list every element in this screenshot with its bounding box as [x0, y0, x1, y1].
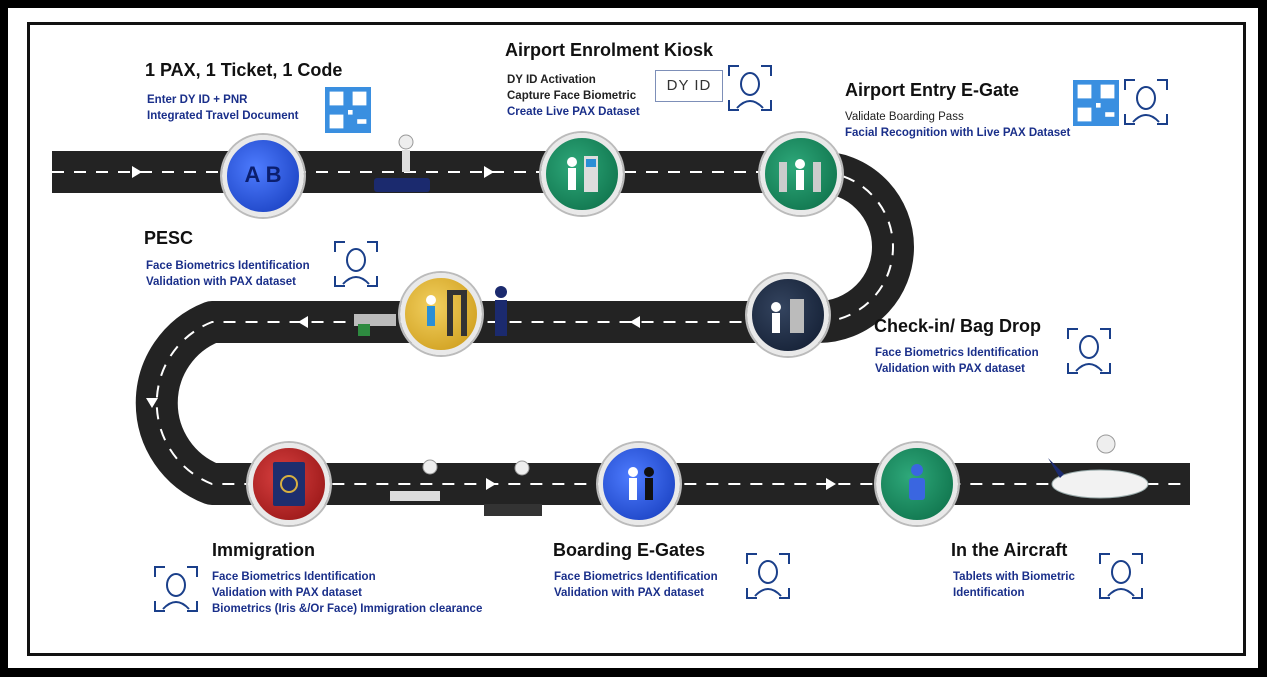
aircraft-badge — [876, 443, 958, 525]
pax-badge-text: A B — [244, 162, 282, 187]
immigration-line-3: Biometrics (Iris &/Or Face) Immigration … — [212, 603, 483, 615]
kiosk-title: Airport Enrolment Kiosk — [505, 40, 714, 60]
pax-line-2: Integrated Travel Document — [147, 110, 299, 122]
boarding-badge — [598, 443, 680, 525]
checkin-line-2: Validation with PAX dataset — [875, 363, 1025, 375]
egate-title: Airport Entry E-Gate — [845, 80, 1020, 100]
aircraft-line-1: Tablets with Biometric — [953, 571, 1075, 583]
pax-title: 1 PAX, 1 Ticket, 1 Code — [145, 60, 343, 80]
qr-code-icon — [325, 87, 371, 133]
face-scan-icon — [1099, 553, 1143, 599]
egate-line-1: Validate Boarding Pass — [845, 111, 964, 123]
immigration-line-2: Validation with PAX dataset — [212, 587, 362, 599]
face-scan-icon — [746, 553, 790, 599]
aircraft-title: In the Aircraft — [951, 540, 1068, 560]
immigration-badge — [248, 443, 330, 525]
security-scanner-icon — [426, 290, 467, 336]
security-officer-icon — [495, 286, 507, 336]
traveller-figure-icon — [374, 134, 430, 192]
face-scan-icon — [1124, 79, 1168, 125]
pesc-title: PESC — [144, 228, 194, 248]
dy-id-box: DY ID — [655, 70, 723, 102]
pax-badge: A B — [222, 135, 304, 217]
egate-icon — [779, 159, 821, 192]
pesc-line-1: Face Biometrics Identification — [146, 260, 310, 272]
conveyor-icon — [354, 314, 396, 336]
boarding-gate-icon — [628, 467, 654, 500]
boarding-desk-icon — [484, 460, 542, 516]
diagram-border — [27, 22, 1246, 656]
kiosk-line-1: DY ID Activation — [507, 74, 596, 86]
face-scan-icon — [334, 241, 378, 287]
face-scan-icon — [154, 566, 198, 612]
egate-line-2: Facial Recognition with Live PAX Dataset — [845, 127, 1071, 139]
passport-icon — [273, 462, 305, 506]
officer-desk-icon — [390, 459, 440, 501]
seated-passenger-icon — [909, 464, 925, 500]
immigration-title: Immigration — [212, 540, 316, 560]
kiosk-badge — [541, 133, 623, 215]
egate-badge — [760, 133, 842, 215]
boarding-line-1: Face Biometrics Identification — [554, 571, 718, 583]
bag-drop-icon — [771, 299, 804, 333]
aircraft-line-2: Identification — [953, 587, 1025, 599]
pesc-badge — [400, 273, 482, 355]
boarding-title: Boarding E-Gates — [553, 540, 706, 560]
airplane-icon — [1048, 434, 1149, 499]
checkin-title: Check-in/ Bag Drop — [874, 316, 1042, 336]
pesc-line-2: Validation with PAX dataset — [146, 276, 296, 288]
kiosk-line-3: Create Live PAX Dataset — [507, 106, 640, 118]
kiosk-line-2: Capture Face Biometric — [507, 90, 637, 102]
qr-code-icon — [1073, 80, 1119, 126]
kiosk-icon — [567, 156, 598, 192]
immigration-line-1: Face Biometrics Identification — [212, 571, 376, 583]
direction-arrows — [132, 166, 836, 490]
face-scan-icon — [1067, 328, 1111, 374]
boarding-line-2: Validation with PAX dataset — [554, 587, 704, 599]
checkin-badge — [747, 274, 829, 356]
face-scan-icon — [728, 65, 772, 111]
pax-line-1: Enter DY ID + PNR — [147, 94, 248, 106]
checkin-line-1: Face Biometrics Identification — [875, 347, 1039, 359]
